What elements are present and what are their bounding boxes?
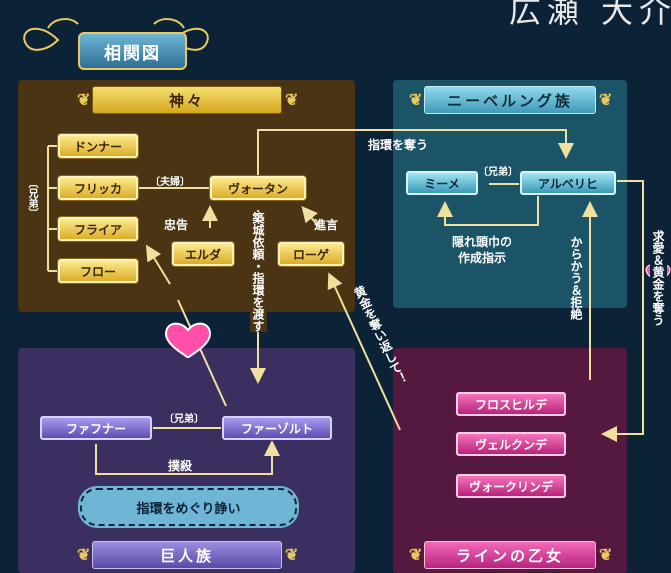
- scroll-ornament-icon: ❦: [409, 90, 426, 109]
- scroll-ornament-icon: ❦: [77, 90, 94, 109]
- label-brothers-niebelung: 〔兄弟〕: [478, 167, 518, 178]
- node-fafner: ファフナー: [40, 416, 152, 440]
- scroll-ornament-icon: ❦: [77, 545, 94, 564]
- label-couple: 〔夫婦〕: [150, 177, 190, 188]
- scroll-ornament-icon: ❦: [599, 90, 616, 109]
- author-name: 広瀬 大介: [508, 0, 671, 30]
- label-brothers-gods: 〔兄弟〕: [26, 178, 37, 218]
- label-tease: からかう＆拒絶: [569, 236, 583, 320]
- node-erda: エルダ: [172, 242, 234, 266]
- label-tarnhelm: 隠れ頭巾の 作成指示: [452, 235, 513, 265]
- node-fricka: フリッカ: [58, 176, 138, 200]
- banner-gods-label: 神々: [168, 91, 205, 110]
- node-fasolt: ファーゾルト: [222, 416, 332, 440]
- banner-rhine-label: ラインの乙女: [455, 546, 564, 565]
- label-steal-ring: 指環を奪う: [368, 138, 429, 152]
- banner-rhine: ❦ ラインの乙女 ❦: [409, 541, 612, 569]
- title-badge: 相関図: [18, 10, 214, 70]
- dispute-bubble: 指環をめぐり諍い: [80, 488, 297, 526]
- node-alberich: アルベリヒ: [520, 171, 616, 195]
- node-mime: ミーメ: [406, 171, 478, 195]
- node-wotan: ヴォータン: [210, 176, 306, 200]
- scroll-ornament-icon: ❦: [285, 90, 302, 109]
- node-loge: ローゲ: [278, 242, 344, 266]
- node-wellgunde: ヴェルクンデ: [456, 432, 566, 456]
- node-flosshilde: フロスヒルデ: [456, 392, 566, 416]
- page-title: 相関図: [78, 32, 187, 70]
- label-warning: 忠告: [164, 218, 189, 232]
- scroll-ornament-icon: ❦: [409, 545, 426, 564]
- giants-panel: [18, 348, 355, 573]
- node-donner: ドンナー: [58, 134, 138, 158]
- heart-icon: [164, 322, 212, 359]
- rhine-panel: [393, 348, 627, 573]
- node-woglinde: ヴォークリンデ: [456, 474, 566, 498]
- label-brothers-giants: 〔兄弟〕: [164, 414, 204, 425]
- banner-giants-label: 巨人族: [159, 546, 214, 565]
- scroll-ornament-icon: ❦: [285, 545, 302, 564]
- banner-niebelung: ❦ ニーベルング族 ❦: [409, 86, 612, 114]
- label-castle: 築城依頼・指環を渡す: [250, 212, 267, 332]
- banner-niebelung-label: ニーベルング族: [447, 91, 573, 110]
- label-advice: 進言: [314, 218, 339, 232]
- node-freia: フライア: [58, 217, 138, 241]
- label-kill: 撲殺: [168, 459, 193, 473]
- scroll-ornament-icon: ❦: [599, 545, 616, 564]
- banner-gods: ❦ 神々 ❦: [77, 86, 298, 114]
- node-froh: フロー: [58, 259, 138, 283]
- label-love-gold: 求愛＆黄金を奪う: [650, 230, 667, 326]
- banner-giants: ❦ 巨人族 ❦: [77, 541, 298, 569]
